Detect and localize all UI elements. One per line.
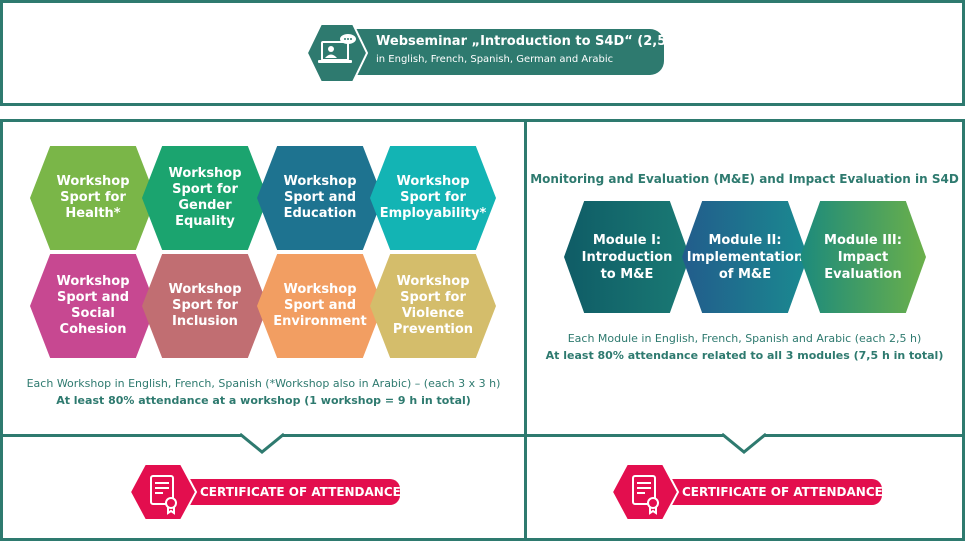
workshop-environment: Workshop Sport and Environment	[257, 254, 383, 358]
certificate-icon	[610, 463, 680, 521]
workshop-violence-prevention: Workshop Sport for Violence Prevention	[370, 254, 496, 358]
workshop-certificate-label: CERTIFICATE OF ATTENDANCE	[168, 479, 401, 505]
workshop-inclusion: Workshop Sport for Inclusion	[142, 254, 268, 358]
workshop-education: Workshop Sport and Education	[257, 146, 383, 250]
module-1: Module I: Introduction to M&E	[564, 201, 690, 313]
workshop-gender-equality: Workshop Sport for Gender Equality	[142, 146, 268, 250]
webseminar-banner: Webseminar „Introduction to S4D“ (2,5 h)…	[356, 29, 686, 75]
module-3: Module III: Impact Evaluation	[800, 201, 926, 313]
me-title: Monitoring and Evaluation (M&E) and Impa…	[530, 172, 959, 186]
down-arrow-icon	[722, 432, 766, 454]
webseminar-title: Webseminar „Introduction to S4D“ (2,5 h)	[376, 34, 686, 49]
workshop-social-cohesion: Workshop Sport and Social Cohesion	[30, 254, 156, 358]
down-arrow-icon	[240, 432, 284, 454]
workshop-health: Workshop Sport for Health*	[30, 146, 156, 250]
workshop-employability: Workshop Sport for Employability*	[370, 146, 496, 250]
me-certificate-label: CERTIFICATE OF ATTENDANCE	[650, 479, 883, 505]
workshop-languages-note: Each Workshop in English, French, Spanis…	[26, 377, 501, 390]
certificate-icon	[128, 463, 198, 521]
webseminar-languages: in English, French, Spanish, German and …	[376, 54, 614, 65]
me-languages-note: Each Module in English, French, Spanish …	[567, 332, 922, 345]
webinar-icon	[306, 23, 368, 83]
module-2: Module II: Implementation of M&E	[682, 201, 808, 313]
me-attendance-note: At least 80% attendance related to all 3…	[545, 349, 944, 362]
workshop-attendance-note: At least 80% attendance at a workshop (1…	[56, 394, 471, 407]
